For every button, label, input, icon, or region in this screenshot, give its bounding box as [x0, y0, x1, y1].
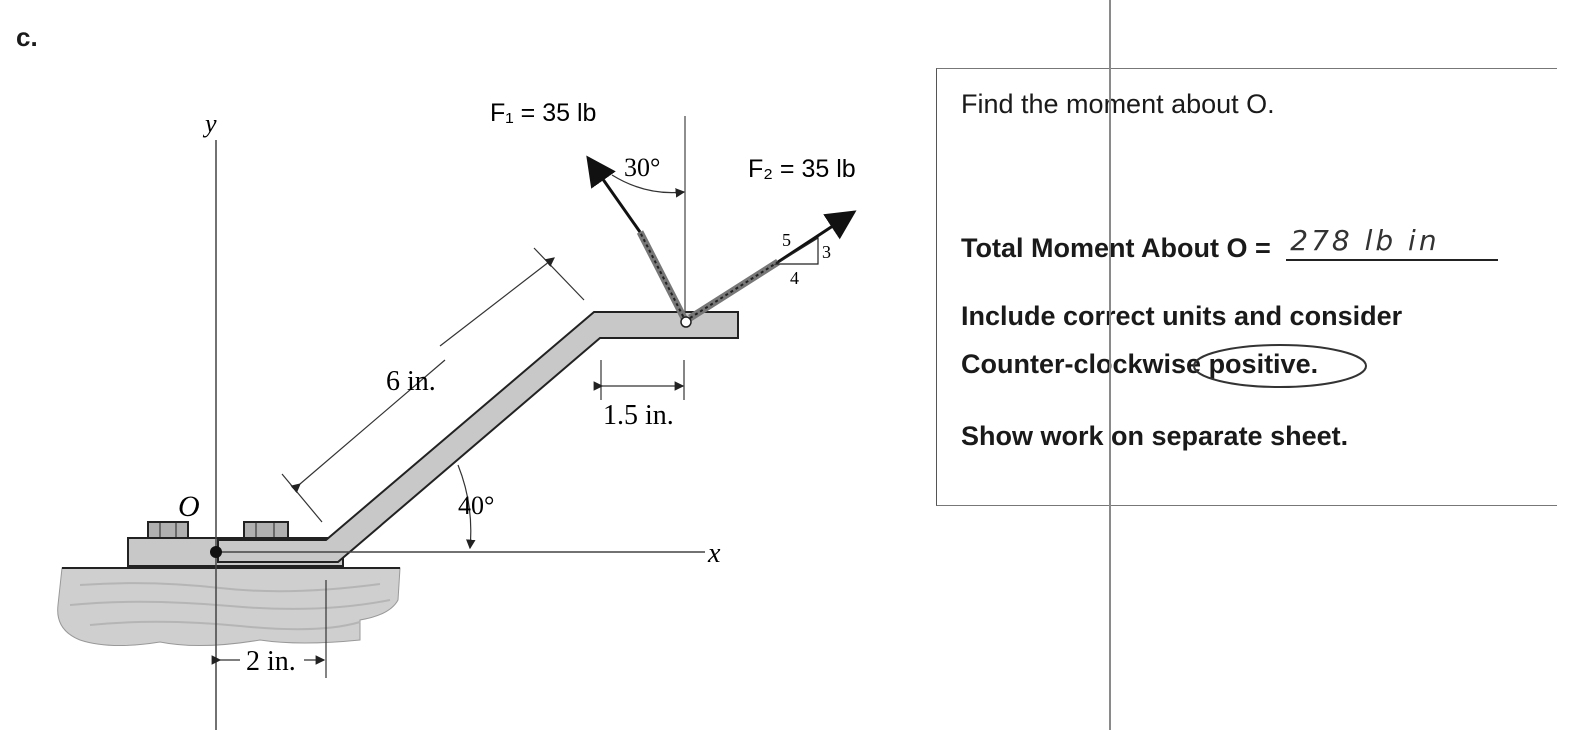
- sign-convention-prefix: Counter-clockwise: [961, 349, 1209, 379]
- slope-rise-label: 3: [822, 242, 831, 262]
- sign-convention-note: Counter-clockwise positive.: [961, 344, 1367, 388]
- bolt-left: [147, 521, 189, 539]
- dim-1-5in: [593, 360, 685, 400]
- angle-30-label: 30°: [624, 153, 660, 182]
- force-f2: [688, 210, 857, 321]
- ground: [57, 567, 401, 647]
- slope-hyp-label: 5: [782, 230, 791, 250]
- dim-6in: [281, 247, 585, 523]
- angle-40-arc: [457, 464, 476, 550]
- origin-point: [210, 546, 222, 558]
- dim-2in-label: 2 in.: [246, 646, 296, 677]
- answer-row: Total Moment About O = 278 lb in: [961, 224, 1499, 264]
- angle-30-arc: [611, 174, 686, 198]
- problem-info-box: Find the moment about O. Total Moment Ab…: [936, 68, 1557, 506]
- prompt-text: Find the moment about O.: [961, 89, 1275, 119]
- y-axis-label: y: [202, 109, 217, 138]
- f1-label: F₁ = 35 lb: [490, 99, 596, 127]
- units-note: Include correct units and consider: [961, 301, 1403, 331]
- slope-run-label: 4: [790, 268, 799, 288]
- bent-bracket: [217, 311, 739, 563]
- x-axis-label: x: [707, 538, 721, 569]
- circled-word: positive.: [1192, 344, 1367, 388]
- origin-label: O: [178, 490, 200, 523]
- problem-label: c.: [16, 22, 38, 52]
- circled-word-text: positive.: [1208, 349, 1319, 379]
- dim-6in-label: 6 in.: [386, 366, 436, 397]
- f2-label: F₂ = 35 lb: [748, 155, 856, 183]
- force-f1: [586, 155, 690, 324]
- force-application-point: [680, 316, 692, 328]
- scan-divider-line: [1109, 0, 1111, 730]
- answer-label: Total Moment About O =: [961, 233, 1271, 263]
- answer-blank[interactable]: 278 lb in: [1286, 224, 1499, 261]
- bolt-right: [243, 521, 289, 539]
- hand-drawn-circle: [1192, 344, 1367, 388]
- angle-40-label: 40°: [458, 491, 494, 520]
- statics-diagram: y x O 6 in. 40° 1.5 in. 2 in. F₁ = 35 lb…: [57, 99, 857, 730]
- slope-triangle: [773, 236, 819, 265]
- dim-1-5in-label: 1.5 in.: [603, 400, 674, 431]
- answer-handwritten: 278 lb in: [1290, 224, 1440, 257]
- dim-2in: [211, 580, 327, 678]
- work-note: Show work on separate sheet.: [961, 421, 1349, 451]
